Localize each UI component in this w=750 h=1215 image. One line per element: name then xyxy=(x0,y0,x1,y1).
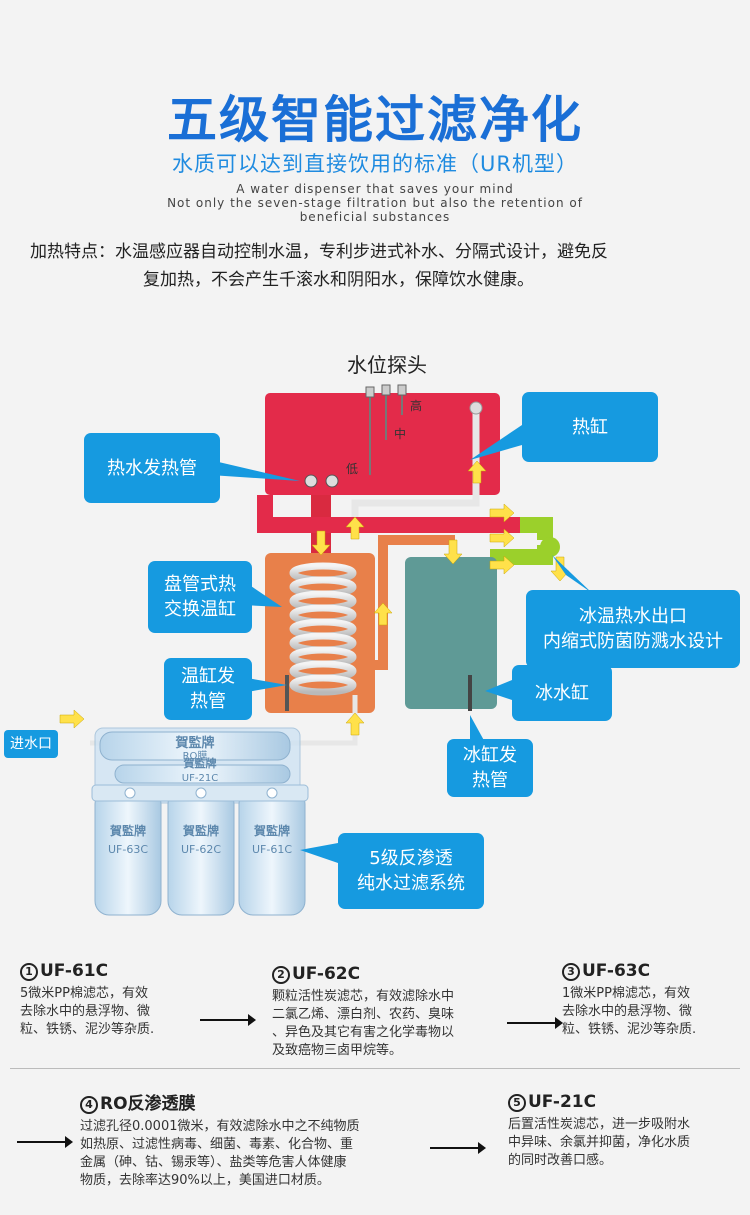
brand-label: 賀監牌 xyxy=(109,823,146,838)
brand-label: 賀監牌 xyxy=(174,735,214,751)
brand-label: 賀監牌 xyxy=(253,823,290,838)
note-line: 去除水中的悬浮物、微 xyxy=(562,1004,693,1019)
callout-line: 盘管式热 xyxy=(164,574,236,595)
tube-end xyxy=(469,401,483,415)
english-line: Not only the seven-stage filtration but … xyxy=(167,196,583,210)
probe-low-text: 低 xyxy=(346,462,358,476)
callout-hot-tank: 热缸 xyxy=(522,392,658,462)
note-line: 及致癌物三卤甲烷等。 xyxy=(272,1043,403,1058)
brand-label: 賀監牌 xyxy=(182,823,219,838)
probe-high-text: 高 xyxy=(410,398,422,413)
heating-line: 加热特点：水温感应器自动控制水温，专利步进式补水、分隔式设计，避免反 xyxy=(30,242,608,262)
callout-filter-system: 5级反渗透 纯水过滤系统 xyxy=(338,833,484,909)
callout-line: 热管 xyxy=(472,770,508,791)
note-title: UF-61C xyxy=(40,961,109,981)
callout-warm-heater: 温缸发 热管 xyxy=(164,658,252,720)
outlet-pipe xyxy=(520,517,553,540)
callout-line: 5级反渗透 xyxy=(369,848,453,869)
page-subtitle: 水质可以达到直接饮用的标准（UR机型） xyxy=(172,152,578,176)
uf21-label: UF-21C xyxy=(182,773,218,784)
arrow-right-icon xyxy=(200,1014,256,1026)
filter-system xyxy=(91,727,309,916)
cold-tank xyxy=(405,557,497,709)
callout-outlet: 冰温热水出口 内缩式防菌防溅水设计 xyxy=(526,590,740,668)
probe-label: 水位探头 xyxy=(347,353,427,377)
note-number: 2 xyxy=(272,966,290,984)
heater-knob xyxy=(304,474,318,488)
note-title: UF-21C xyxy=(528,1092,597,1112)
note-line: 后置活性炭滤芯，进一步吸附水 xyxy=(508,1117,691,1132)
note-number: 1 xyxy=(20,963,38,981)
probe-mid-text: 中 xyxy=(394,426,406,441)
note-number: 4 xyxy=(80,1096,98,1114)
callout-line: 交换温缸 xyxy=(164,599,236,620)
flow-arrows xyxy=(59,460,570,736)
page-title: 五级智能过滤净化 xyxy=(167,91,583,149)
probe-cap xyxy=(381,384,391,396)
note-line: 金属（砷、钴、锡汞等）、盐类等危害人体健康 xyxy=(80,1155,347,1170)
note-line: 物质，去除率达90%以上，美国进口材质。 xyxy=(80,1173,330,1188)
callout-line: 热管 xyxy=(190,691,226,712)
uf61-label: UF-61C xyxy=(252,843,292,856)
heating-line: 复加热，不会产生千滚水和阴阳水，保障饮水健康。 xyxy=(143,270,534,290)
probe-cap xyxy=(397,384,407,396)
note-number: 3 xyxy=(562,963,580,981)
uf62-label: UF-62C xyxy=(181,843,221,856)
diagram-svg: 水位探头 高 中 低 xyxy=(59,353,592,916)
note-line: 过滤孔径0.0001微米，有效滤除水中之不纯物质 xyxy=(80,1119,360,1134)
callout-hot-heater: 热水发热管 xyxy=(84,433,220,503)
note-line: 粒、铁锈、泥沙等杂质. xyxy=(562,1022,697,1037)
callout-inlet: 进水口 xyxy=(4,730,58,758)
note-line: 、异色及其它有害之化学毒物以 xyxy=(272,1025,455,1040)
brand-label: 賀監牌 xyxy=(183,756,217,770)
english-tagline: A water dispenser that saves your mind N… xyxy=(0,182,750,224)
callout-line: 冰温热水出口 xyxy=(579,606,687,627)
uf63-label: UF-63C xyxy=(108,843,148,856)
callout-line: 纯水过滤系统 xyxy=(357,873,465,894)
warm-pipe xyxy=(375,535,455,670)
english-line: A water dispenser that saves your mind xyxy=(236,182,514,196)
callout-line: 冰缸发 xyxy=(463,745,517,766)
callout-cold-tank: 冰水缸 xyxy=(512,665,612,721)
outlet-nozzle xyxy=(540,537,560,557)
outlet-pipe xyxy=(490,545,553,565)
note-line: 颗粒活性炭滤芯，有效滤除水中 xyxy=(272,989,455,1004)
callout-cold-heater: 冰缸发 热管 xyxy=(447,739,533,797)
note-line: 1微米PP棉滤芯，有效 xyxy=(562,986,690,1001)
note-line: 去除水中的悬浮物、微 xyxy=(20,1004,151,1019)
water-system-diagram: 水位探头 高 中 低 xyxy=(0,335,750,925)
arrow-right-icon xyxy=(430,1142,486,1154)
note-title: RO反渗透膜 xyxy=(100,1094,196,1114)
hot-tank xyxy=(265,393,500,495)
probe-cap xyxy=(365,386,375,398)
callout-line: 温缸发 xyxy=(181,666,235,687)
note-line: 5微米PP棉滤芯，有效 xyxy=(20,986,148,1001)
arrow-right-icon xyxy=(17,1136,73,1148)
note-title: UF-62C xyxy=(292,964,361,984)
note-line: 如热原、过滤性病毒、细菌、毒素、化合物、重 xyxy=(80,1137,354,1152)
callout-coil: 盘管式热 交换温缸 xyxy=(148,561,252,633)
note-line: 的同时改善口感。 xyxy=(508,1153,613,1168)
note-line: 二氯乙烯、漂白剂、农药、臭味 xyxy=(272,1007,455,1022)
heater-knob xyxy=(325,474,339,488)
note-line: 粒、铁锈、泥沙等杂质. xyxy=(20,1022,155,1037)
hot-pipe xyxy=(257,495,520,533)
arrow-right-icon xyxy=(507,1017,563,1029)
note-number: 5 xyxy=(508,1094,526,1112)
note-line: 中异味、余氯并抑菌，净化水质 xyxy=(508,1135,691,1150)
divider xyxy=(10,1068,740,1069)
english-line: beneficial substances xyxy=(299,210,451,224)
note-title: UF-63C xyxy=(582,961,651,981)
callout-line: 内缩式防菌防溅水设计 xyxy=(543,631,723,652)
coil xyxy=(289,562,357,696)
ro-label: RO膜 xyxy=(183,750,208,762)
heating-features: 加热特点：水温感应器自动控制水温，专利步进式补水、分隔式设计，避免反 复加热，不… xyxy=(30,238,730,294)
